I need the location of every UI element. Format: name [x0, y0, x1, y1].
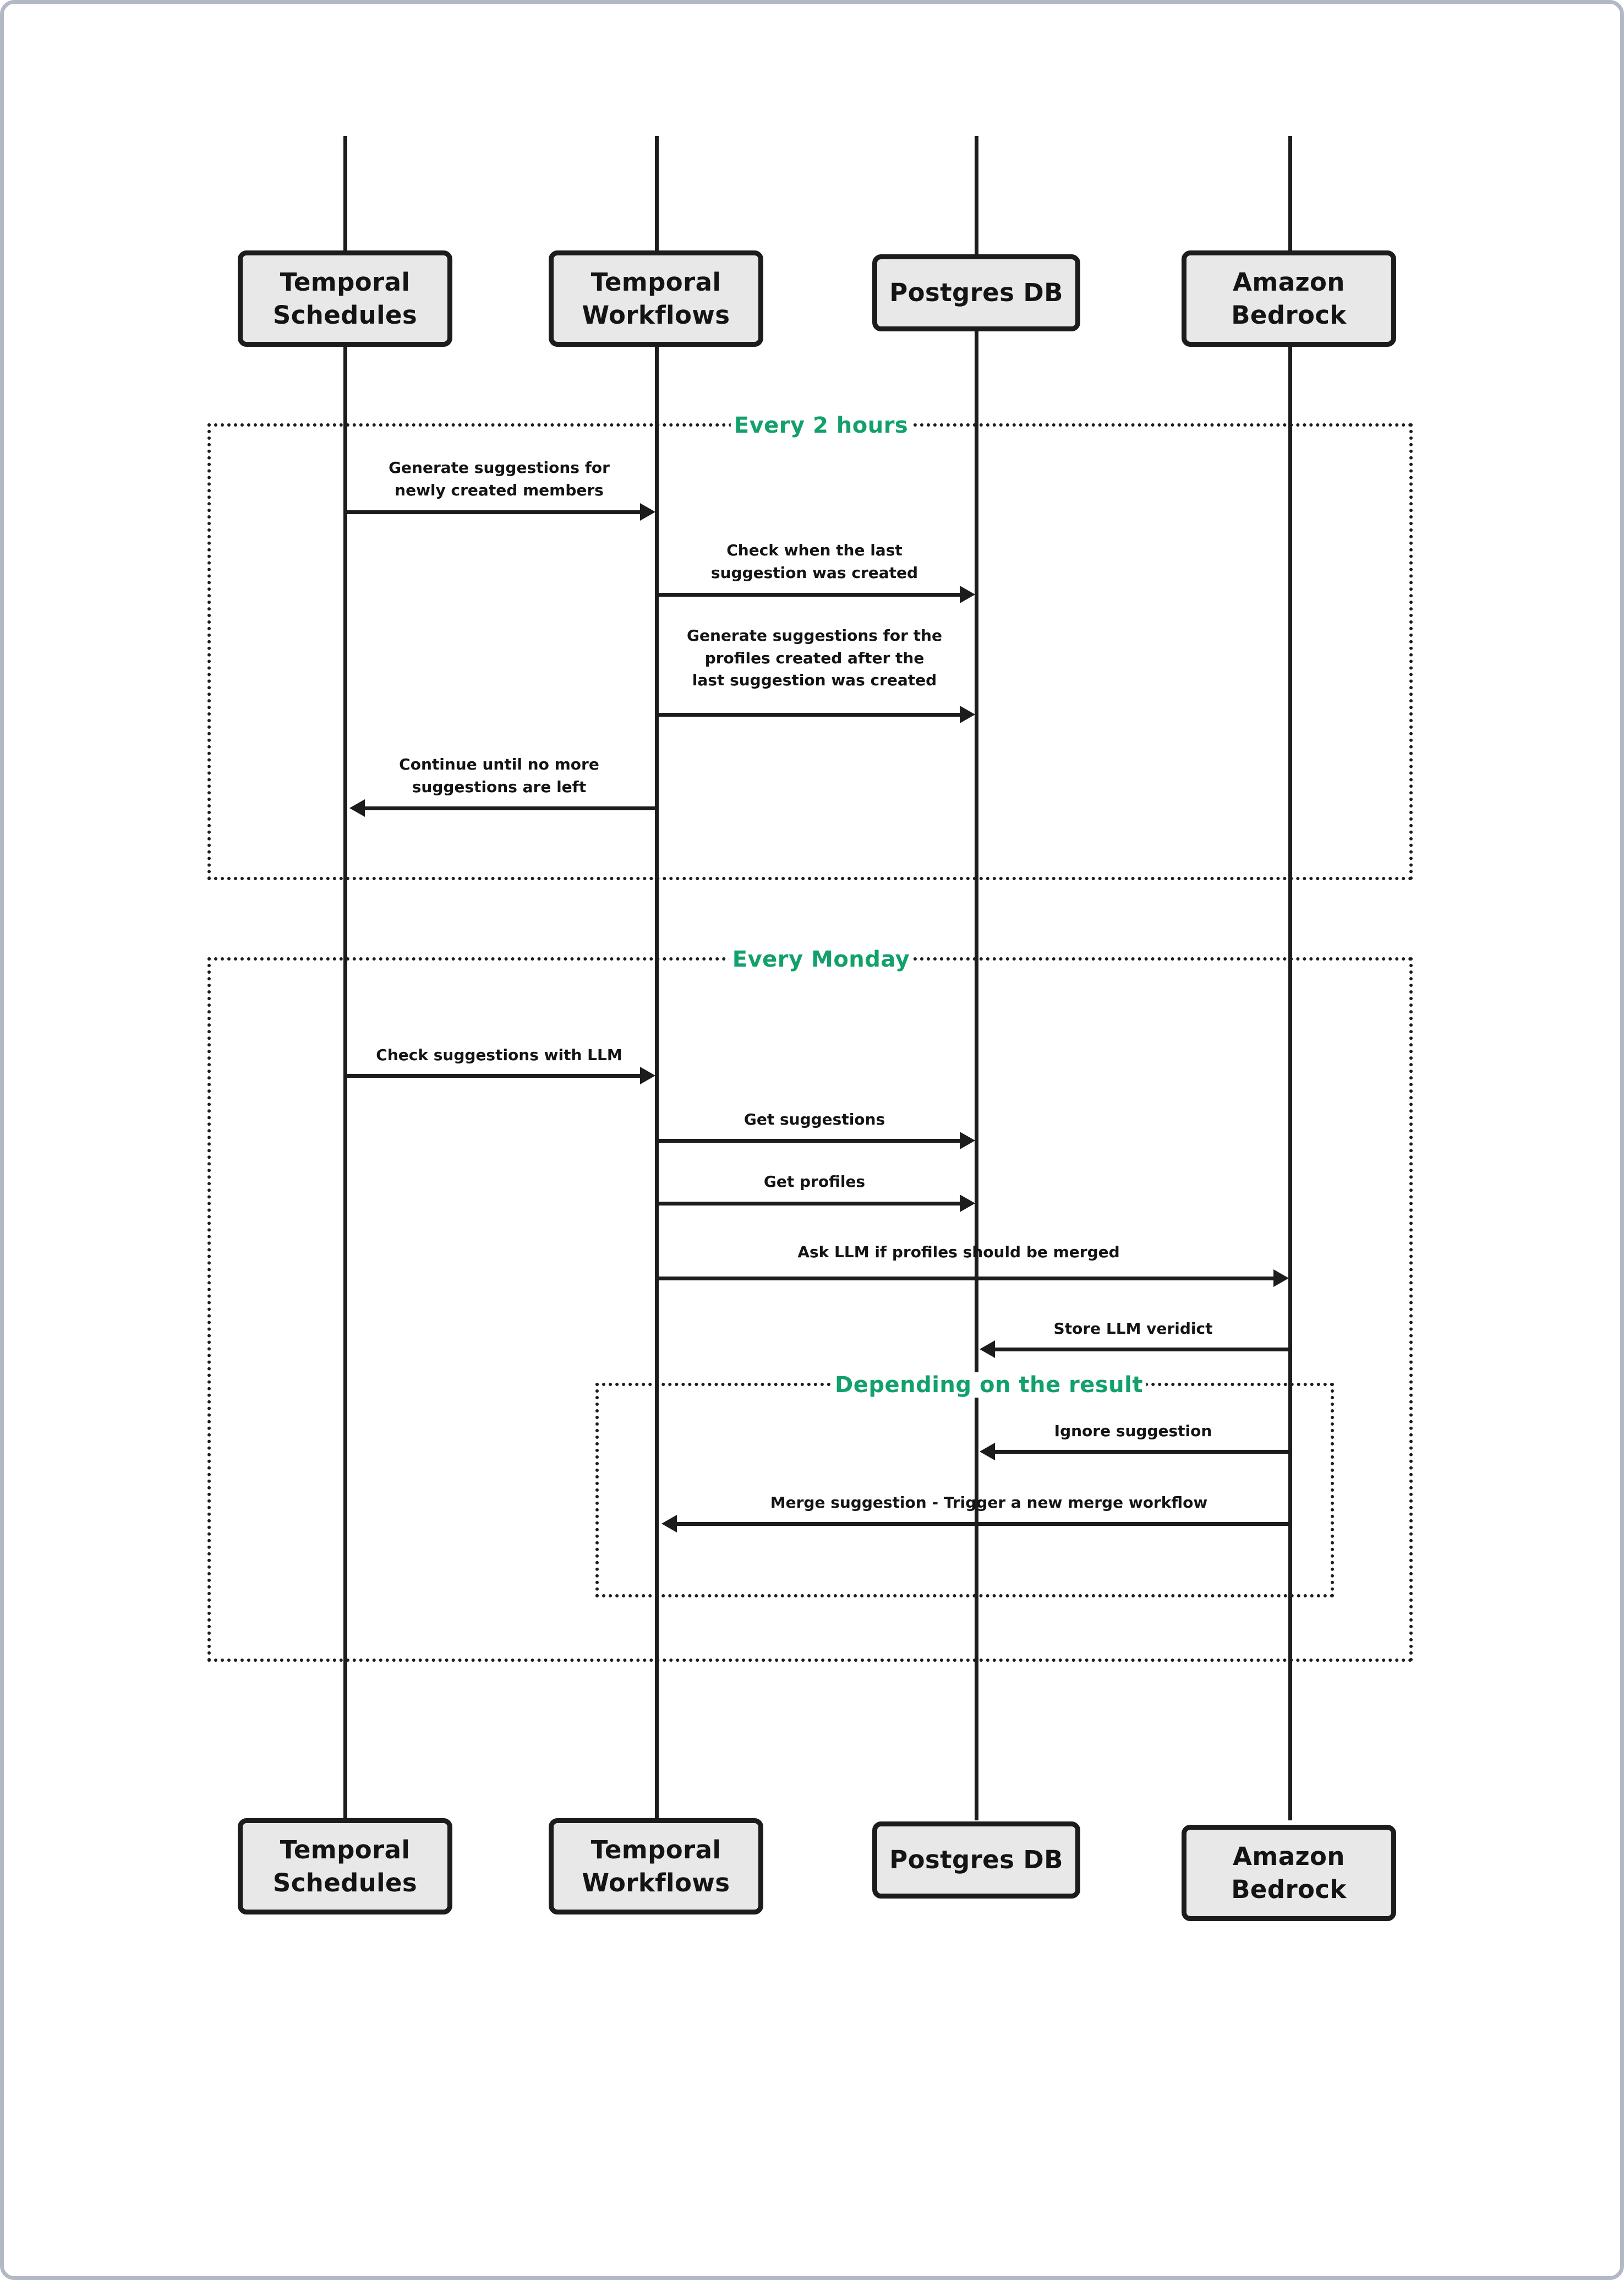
arrowhead-m3 — [960, 706, 975, 723]
arrowhead-m4 — [349, 799, 365, 817]
message-label-m1: Generate suggestions for newly created m… — [389, 459, 610, 499]
message-line-m9 — [994, 1348, 1290, 1351]
participant-bedrock-bottom[interactable]: Amazon Bedrock — [1182, 1825, 1396, 1921]
participant-workflows-bottom[interactable]: Temporal Workflows — [549, 1818, 763, 1914]
participant-postgres-bottom[interactable]: Postgres DB — [872, 1821, 1080, 1899]
arrowhead-m2 — [960, 586, 975, 603]
message-label-m9: Store LLM veridict — [1053, 1319, 1213, 1338]
arrowhead-m7 — [960, 1194, 975, 1212]
message-line-m3 — [657, 713, 965, 717]
arrowhead-m9 — [980, 1340, 995, 1358]
message-line-m11 — [676, 1522, 1290, 1526]
lifeline-workflows — [655, 136, 659, 1820]
arrowhead-m11 — [661, 1515, 677, 1532]
participant-schedules-top[interactable]: Temporal Schedules — [238, 250, 452, 347]
message-label-m4: Continue until no more suggestions are l… — [399, 755, 599, 796]
message-label-m8: Ask LLM if profiles should be merged — [797, 1243, 1120, 1261]
participant-label: Temporal Schedules — [272, 268, 418, 330]
sequence-diagram-canvas: Temporal Schedules Temporal Workflows Po… — [4, 4, 1620, 2276]
participant-workflows-top[interactable]: Temporal Workflows — [549, 250, 763, 347]
message-label-m3: Generate suggestions for the profiles cr… — [687, 626, 942, 690]
participant-label: Temporal Schedules — [272, 1835, 418, 1897]
participant-label: Amazon Bedrock — [1231, 268, 1347, 330]
participant-label: Postgres DB — [889, 1845, 1063, 1875]
message-line-m10 — [994, 1450, 1290, 1454]
message-line-m5 — [345, 1074, 645, 1078]
participant-postgres-top[interactable]: Postgres DB — [872, 254, 1080, 331]
arrowhead-m5 — [640, 1067, 655, 1084]
message-line-m8 — [657, 1277, 1278, 1280]
message-label-m10: Ignore suggestion — [1054, 1422, 1212, 1440]
message-label-m5: Check suggestions with LLM — [376, 1046, 622, 1064]
participant-label: Postgres DB — [889, 278, 1063, 308]
participant-label: Temporal Workflows — [582, 268, 730, 330]
fragment-label-every-monday: Every Monday — [729, 947, 914, 972]
message-label-m2: Check when the last suggestion was creat… — [710, 541, 918, 582]
fragment-depending-on-result — [595, 1383, 1334, 1597]
message-line-m4 — [364, 806, 656, 810]
participant-bedrock-top[interactable]: Amazon Bedrock — [1182, 250, 1396, 347]
arrowhead-m6 — [960, 1132, 975, 1149]
participant-label: Amazon Bedrock — [1231, 1842, 1347, 1904]
lifeline-schedules — [343, 136, 347, 1820]
message-line-m7 — [657, 1202, 965, 1206]
message-label-m11: Merge suggestion - Trigger a new merge w… — [770, 1493, 1208, 1512]
message-label-m7: Get profiles — [763, 1172, 866, 1191]
arrowhead-m10 — [980, 1443, 995, 1460]
message-line-m6 — [657, 1139, 965, 1143]
fragment-label-every-2-hours: Every 2 hours — [730, 413, 912, 438]
message-line-m2 — [657, 593, 965, 597]
arrowhead-m1 — [640, 503, 655, 521]
message-line-m1 — [345, 510, 645, 514]
lifeline-bedrock — [1288, 136, 1292, 1820]
arrowhead-m8 — [1273, 1269, 1289, 1287]
message-label-m6: Get suggestions — [743, 1110, 885, 1128]
fragment-label-depending-on-result: Depending on the result — [832, 1372, 1146, 1398]
participant-label: Temporal Workflows — [582, 1835, 730, 1897]
participant-schedules-bottom[interactable]: Temporal Schedules — [238, 1818, 452, 1914]
lifeline-postgres — [975, 136, 978, 1820]
